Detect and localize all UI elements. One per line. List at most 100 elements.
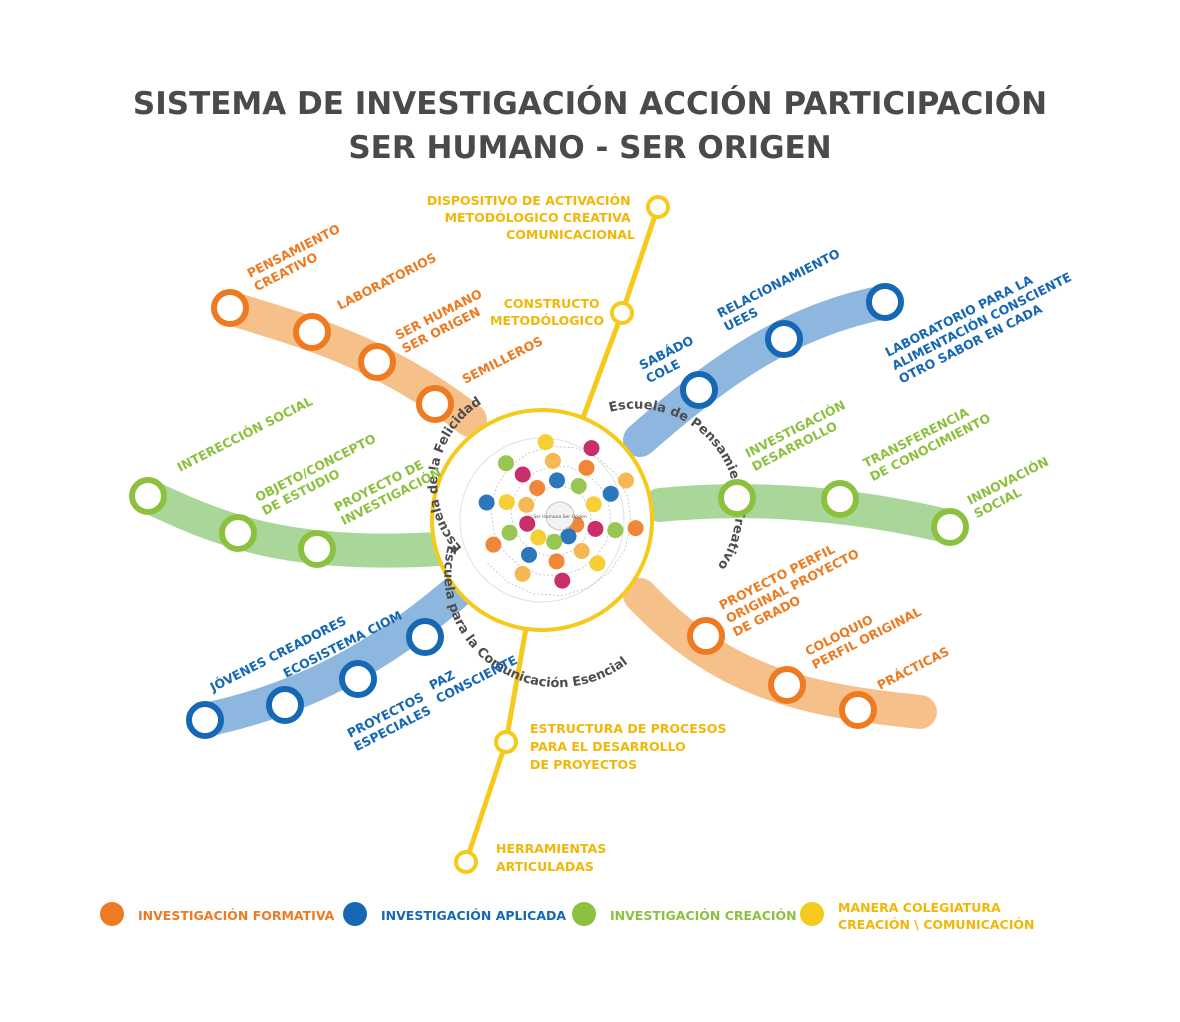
hub-spiral-dot bbox=[529, 480, 546, 496]
label-practicas-l1: PRÁCTICAS bbox=[875, 644, 952, 693]
station-coloquio[interactable] bbox=[768, 666, 806, 704]
station-proyectos-especiales[interactable] bbox=[339, 660, 377, 698]
station-laboratorios[interactable] bbox=[293, 313, 331, 351]
label-dispositivo-activacion: DISPOSITIVO DE ACTIVACIÓN METODÓLOGICO C… bbox=[427, 193, 635, 242]
station-semilleros[interactable] bbox=[416, 385, 454, 423]
hub-spiral-dot bbox=[549, 472, 565, 489]
legend-dot-green bbox=[572, 902, 596, 926]
hub-spiral-dot bbox=[514, 466, 531, 483]
station-sabado-cole[interactable] bbox=[680, 371, 718, 409]
diagram-title-line1: SISTEMA DE INVESTIGACIÓN ACCIÓN PARTICIP… bbox=[132, 86, 1048, 122]
hub-spiral-dot bbox=[589, 555, 606, 572]
hub-spiral-dot bbox=[544, 452, 561, 469]
hub-spiral-dot bbox=[546, 533, 563, 550]
station-laboratorio-alimentacion[interactable] bbox=[866, 283, 904, 321]
station-jovenes-creadores[interactable] bbox=[186, 701, 224, 739]
station-relacionamiento-uees[interactable] bbox=[765, 320, 803, 358]
station-constructo-metodologico[interactable] bbox=[610, 301, 634, 325]
label-estructura-l1: ESTRUCTURA DE PROCESOS bbox=[530, 721, 726, 736]
label-laboratorios: LABORATORIOS bbox=[335, 250, 439, 313]
hub-spiral-dot bbox=[537, 434, 554, 451]
label-pensamiento-creativo: PENSAMIENTO CREATIVO bbox=[245, 219, 353, 294]
hub-spiral-dot bbox=[498, 455, 514, 472]
legend-label-formativa: INVESTIGACIÓN FORMATIVA bbox=[138, 908, 335, 923]
station-practicas[interactable] bbox=[839, 691, 877, 729]
hub-spiral-dot bbox=[498, 494, 515, 511]
hub-spiral-dot bbox=[602, 485, 619, 502]
hub-spiral-dot bbox=[485, 536, 502, 553]
legend-dot-orange bbox=[100, 902, 124, 926]
legend-label-colegiatura-l1: MANERA COLEGIATURA bbox=[838, 900, 1001, 915]
station-transferencia-conocimiento[interactable] bbox=[821, 480, 859, 518]
station-proyecto-investigacion[interactable] bbox=[298, 530, 336, 568]
legend-dot-yellow bbox=[800, 902, 824, 926]
station-innovacion-social[interactable] bbox=[931, 508, 969, 546]
hub-spiral-dot bbox=[618, 472, 634, 489]
hub-center-dot bbox=[545, 501, 575, 531]
hub-spiral-dot bbox=[501, 524, 518, 541]
band-blue-right bbox=[623, 285, 902, 457]
station-herramientas-articuladas[interactable] bbox=[454, 850, 478, 874]
band-blue-left bbox=[188, 563, 487, 737]
band-green-left bbox=[131, 479, 472, 568]
station-ecosistema-ciom[interactable] bbox=[266, 686, 304, 724]
label-herramientas-l2: ARTICULADAS bbox=[496, 859, 594, 874]
label-practicas: PRÁCTICAS bbox=[875, 644, 952, 693]
hub-spiral-dot bbox=[514, 565, 531, 582]
label-dispositivo-l3: COMUNICACIONAL bbox=[506, 227, 635, 242]
hub-spiral-dot bbox=[554, 572, 571, 589]
hub-spiral bbox=[478, 434, 644, 597]
hub-spiral-dot bbox=[530, 529, 547, 546]
hub-spiral-dot bbox=[578, 459, 595, 476]
label-laboratorio-alimentacion-l2: ALIMENTACIÓN CONSCIENTE bbox=[889, 269, 1073, 373]
hub-spiral-dot bbox=[521, 546, 537, 563]
label-intereccion-social-l1: INTERECCIÓN SOCIAL bbox=[175, 393, 315, 474]
label-coloquio: COLOQUIO PERFIL ORIGINAL bbox=[803, 590, 924, 672]
band-green-right bbox=[643, 484, 967, 544]
legend-label-aplicada: INVESTIGACIÓN APLICADA bbox=[381, 908, 567, 923]
station-paz-consciente[interactable] bbox=[406, 618, 444, 656]
station-proyecto-perfil[interactable] bbox=[687, 617, 725, 655]
label-innovacion-social: INNOVACIÓN SOCIAL bbox=[965, 452, 1062, 521]
label-semilleros: SEMILLEROS bbox=[460, 333, 546, 386]
label-semilleros-l1: SEMILLEROS bbox=[460, 333, 546, 386]
hub-center-label: Ser Humano Ser Origen bbox=[533, 514, 586, 520]
station-intereccion-social[interactable] bbox=[129, 477, 167, 515]
label-dispositivo-l2: METODÓLOGICO CREATIVA bbox=[445, 210, 631, 225]
hub-spiral-dot bbox=[587, 520, 604, 537]
station-dispositivo-activacion[interactable] bbox=[646, 195, 670, 219]
hub-spiral-dot bbox=[478, 494, 495, 511]
hub-spiral-dot bbox=[607, 522, 624, 539]
label-transferencia-conocimiento: TRANSFERENCIA DE CONOCIMIENTO bbox=[861, 397, 993, 484]
diagram-title-line2: SER HUMANO - SER ORIGEN bbox=[348, 130, 832, 166]
hub-spiral-dot bbox=[627, 520, 644, 537]
hub-spiral-dot bbox=[585, 496, 602, 513]
hub-spiral-dot bbox=[548, 553, 565, 570]
legend-dot-blue bbox=[343, 902, 367, 926]
label-constructo-l1: CONSTRUCTO bbox=[504, 296, 600, 311]
label-estructura-l3: DE PROYECTOS bbox=[530, 757, 637, 772]
legend-label-creacion: INVESTIGACIÓN CREACIÓN bbox=[610, 908, 797, 923]
label-laboratorios-l1: LABORATORIOS bbox=[335, 250, 439, 313]
hub-spiral-dot bbox=[573, 543, 590, 559]
label-constructo-metodologico: CONSTRUCTO METODÓLOGICO bbox=[490, 296, 604, 328]
label-herramientas-articuladas: HERRAMIENTAS ARTICULADAS bbox=[496, 841, 611, 874]
hub-inner-circle bbox=[459, 437, 625, 603]
hub-spiral-dot bbox=[518, 496, 535, 513]
stations bbox=[129, 195, 969, 874]
station-investigacion-desarrollo[interactable] bbox=[718, 479, 756, 517]
label-estructura-procesos: ESTRUCTURA DE PROCESOS PARA EL DESARROLL… bbox=[530, 721, 731, 772]
station-estructura-procesos[interactable] bbox=[494, 730, 518, 754]
legend-label-colegiatura: MANERA COLEGIATURA CREACIÓN \ COMUNICACI… bbox=[838, 899, 1034, 933]
station-objeto-concepto[interactable] bbox=[219, 514, 257, 552]
label-estructura-l2: PARA EL DESARROLLO bbox=[530, 739, 686, 754]
label-intereccion-social: INTERECCIÓN SOCIAL bbox=[175, 393, 315, 474]
label-ser-humano-ser-origen: SER HUMANO SER ORIGEN bbox=[393, 284, 495, 356]
label-dispositivo-l1: DISPOSITIVO DE ACTIVACIÓN bbox=[427, 193, 631, 208]
hub-spiral-dot bbox=[560, 528, 577, 545]
hub-spiral-dot bbox=[583, 440, 600, 457]
station-pensamiento-creativo[interactable] bbox=[211, 289, 249, 327]
legend-label-colegiatura-l2: CREACIÓN \ COMUNICACIÓN bbox=[838, 917, 1035, 932]
station-ser-humano-ser-origen[interactable] bbox=[358, 343, 396, 381]
